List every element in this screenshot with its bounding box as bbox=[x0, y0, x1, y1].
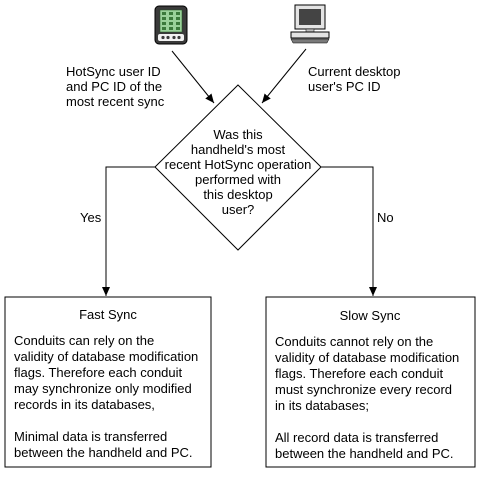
decision-question-line: handheld's most bbox=[191, 142, 286, 157]
fast-sync-box: Fast Sync Conduits can rely on the valid… bbox=[4, 296, 212, 468]
handheld-label-line: most recent sync bbox=[66, 94, 165, 109]
no-branch-connector bbox=[321, 166, 377, 296]
decision-question: Was this handheld's most recent HotSync … bbox=[165, 127, 312, 217]
fast-sync-title: Fast Sync bbox=[79, 307, 137, 322]
decision-question-line: performed with bbox=[195, 172, 281, 187]
slow-sync-body-line: validity of database modification bbox=[275, 350, 459, 365]
slow-sync-body-line: flags. Therefore each conduit bbox=[275, 366, 444, 381]
fast-sync-body-line: Conduits can rely on the bbox=[14, 333, 154, 348]
desktop-input-arrow bbox=[261, 48, 307, 104]
fast-sync-body-line: flags. Therefore each conduit bbox=[14, 365, 183, 380]
handheld-device-icon bbox=[154, 5, 188, 45]
no-label: No bbox=[377, 210, 394, 225]
decision-diamond bbox=[154, 84, 322, 251]
slow-sync-note-line: between the handheld and PC. bbox=[275, 446, 454, 461]
desktop-computer-icon bbox=[290, 4, 330, 44]
desktop-label-line: Current desktop bbox=[308, 64, 401, 79]
slow-sync-title: Slow Sync bbox=[340, 308, 401, 323]
fast-sync-note-line: Minimal data is transferred bbox=[14, 429, 167, 444]
handheld-input-arrow bbox=[171, 50, 215, 104]
yes-label: Yes bbox=[80, 210, 102, 225]
fast-sync-body-line: may synchronize only modified bbox=[14, 381, 192, 396]
desktop-label-line: user's PC ID bbox=[308, 79, 381, 94]
slow-sync-note-line: All record data is transferred bbox=[275, 430, 438, 445]
decision-question-line: user? bbox=[222, 202, 255, 217]
slow-sync-body-line: Conduits cannot rely on the bbox=[275, 334, 433, 349]
decision-question-line: recent HotSync operation bbox=[165, 157, 312, 172]
yes-branch-connector bbox=[102, 166, 155, 296]
slow-sync-body-line: in its databases; bbox=[275, 398, 369, 413]
fast-sync-body-line: records in its databases, bbox=[14, 397, 155, 412]
decision-question-line: Was this bbox=[213, 127, 263, 142]
handheld-label-line: and PC ID of the bbox=[66, 79, 162, 94]
fast-sync-body-line: validity of database modification bbox=[14, 349, 198, 364]
handheld-label-line: HotSync user ID bbox=[66, 64, 161, 79]
fast-sync-note-line: between the handheld and PC. bbox=[14, 445, 193, 460]
slow-sync-body-line: must synchronize every record bbox=[275, 382, 452, 397]
slow-sync-box: Slow Sync Conduits cannot rely on the va… bbox=[265, 296, 476, 468]
decision-question-line: this desktop bbox=[203, 187, 272, 202]
